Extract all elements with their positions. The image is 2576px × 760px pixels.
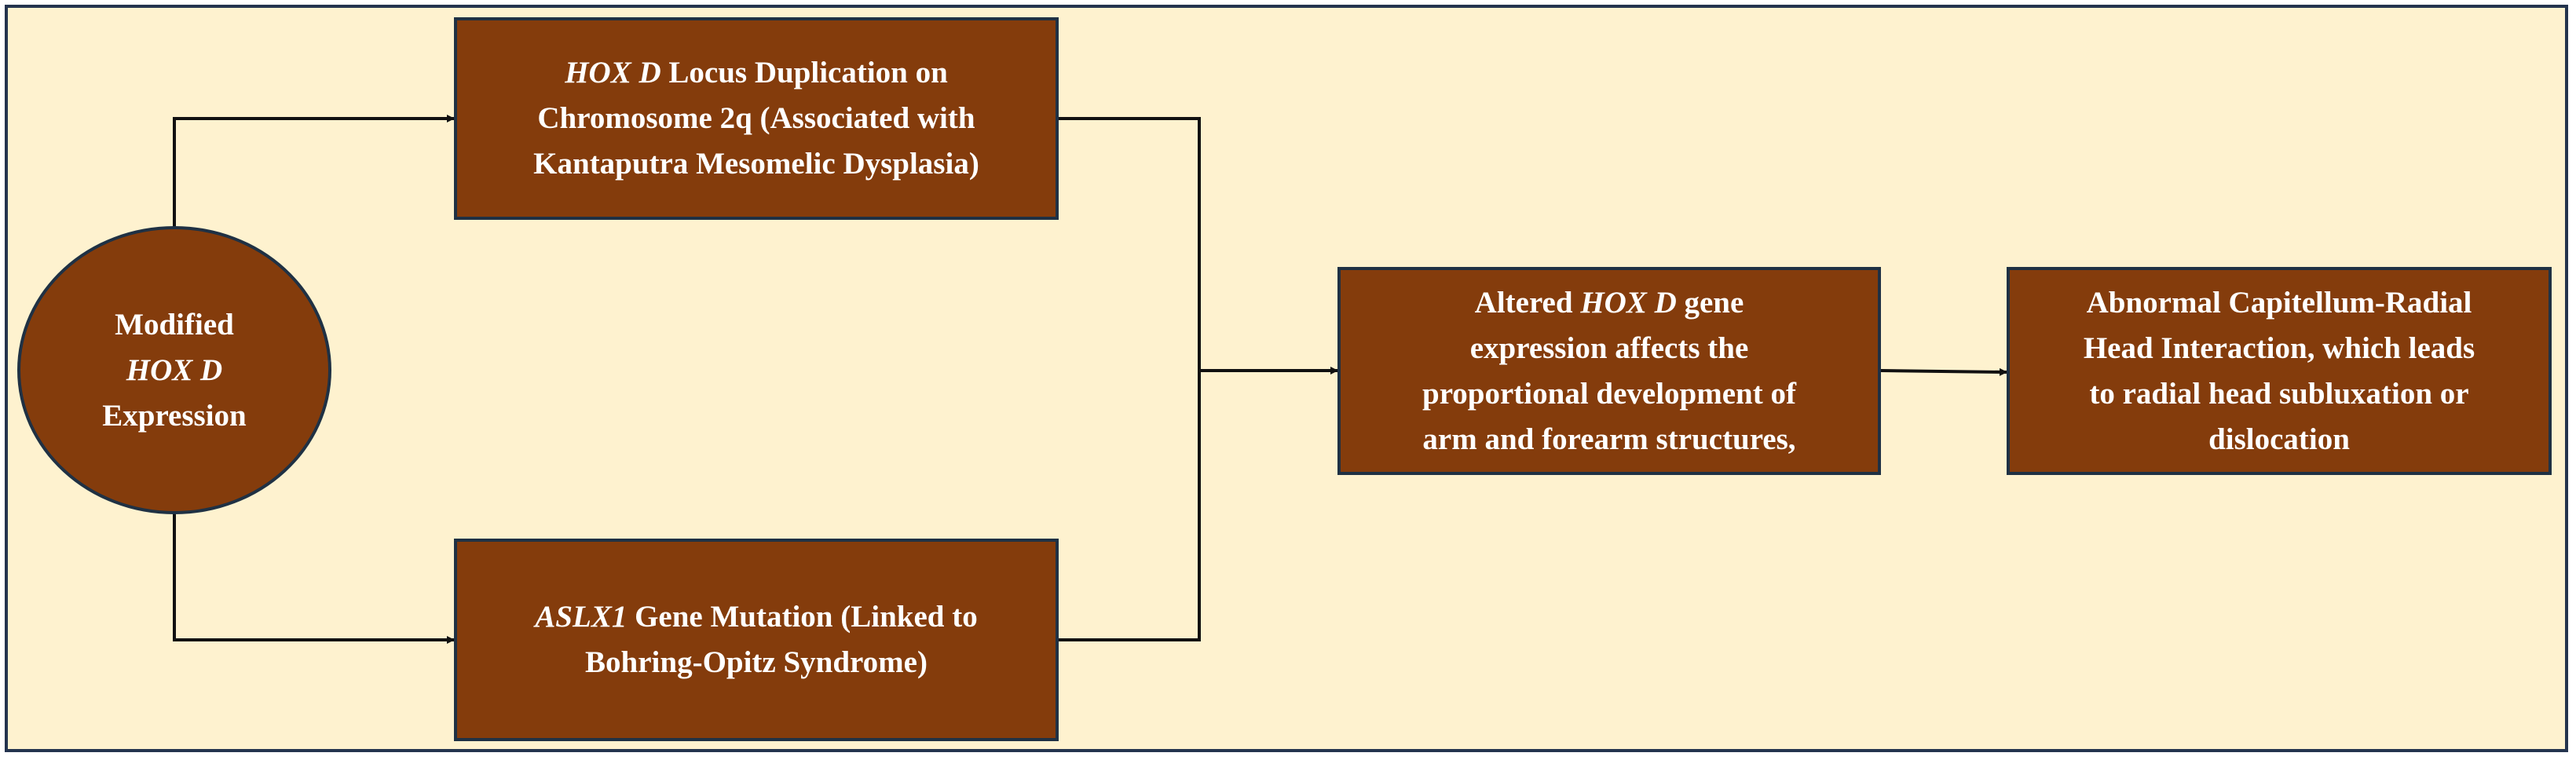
abnormal-line2: Head Interaction, which leads xyxy=(2083,331,2475,365)
hoxd-locus-duplication-node: HOX D Locus Duplication on Chromosome 2q… xyxy=(454,17,1059,220)
aslx1-line1: Gene Mutation (Linked to xyxy=(627,600,978,634)
abnormal-line3: to radial head subluxation or xyxy=(2089,376,2469,411)
hoxd-duplication-line1: Locus Duplication on xyxy=(660,56,948,90)
altered-line2: expression affects the xyxy=(1469,331,1749,365)
altered-line3: proportional development of xyxy=(1422,376,1796,411)
connector-ellipse-to-aslx1-mutation xyxy=(173,513,455,644)
altered-line4: arm and forearm structures, xyxy=(1422,422,1796,456)
abnormal-line1: Abnormal Capitellum-Radial xyxy=(2086,285,2472,320)
altered-line1-pre: Altered xyxy=(1474,285,1581,320)
modified-hoxd-gene: HOX D xyxy=(126,353,223,387)
modified-hoxd-line1: Modified xyxy=(115,307,234,342)
connector-hoxd-duplication-to-merge xyxy=(1059,117,1201,641)
hoxd-duplication-line3: Kantaputra Mesomelic Dysplasia) xyxy=(533,147,979,181)
abnormal-capitellum-radial-node: Abnormal Capitellum-Radial Head Interact… xyxy=(2007,267,2552,475)
abnormal-line4: dislocation xyxy=(2208,422,2350,456)
connector-ellipse-to-hoxd-duplication xyxy=(173,115,455,228)
aslx1-gene-mutation-node: ASLX1 Gene Mutation (Linked to Bohring-O… xyxy=(454,539,1059,741)
altered-gene: HOX D xyxy=(1580,285,1677,320)
altered-line1-post: gene xyxy=(1676,285,1744,320)
connector-altered-expression-to-abnormal-interaction xyxy=(1880,367,2007,376)
altered-hoxd-expression-node: Altered HOX D gene expression affects th… xyxy=(1337,267,1881,475)
modified-hoxd-line3: Expression xyxy=(102,398,247,433)
hoxd-duplication-line2: Chromosome 2q (Associated with xyxy=(537,101,975,135)
modified-hoxd-expression-node: Modified HOX D Expression xyxy=(17,226,331,514)
aslx1-gene: ASLX1 xyxy=(535,600,628,634)
hoxd-duplication-gene: HOX D xyxy=(565,56,661,90)
aslx1-line2: Bohring-Opitz Syndrome) xyxy=(585,645,928,679)
